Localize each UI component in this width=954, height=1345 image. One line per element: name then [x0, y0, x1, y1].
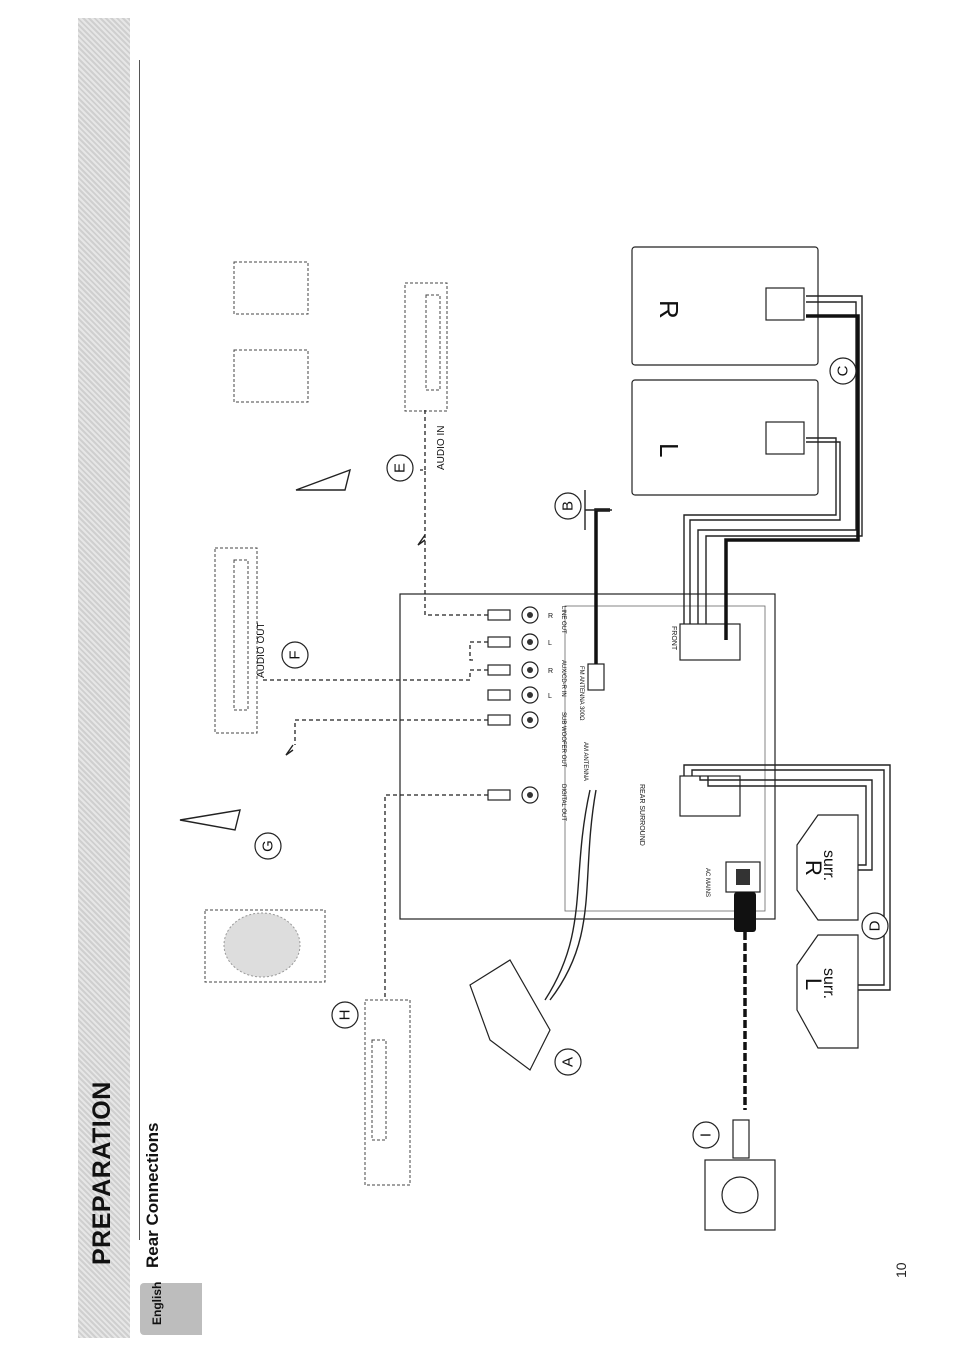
surround-speaker-right: R surr.	[796, 814, 859, 921]
side-band	[78, 18, 130, 1338]
am-antenna-label: AM ANTENNA	[582, 742, 588, 781]
jack-letter-r-2: R	[548, 668, 553, 675]
front-label: FRONT	[670, 626, 677, 651]
svg-text:I: I	[698, 1133, 715, 1137]
callout-e: E	[386, 454, 414, 482]
svg-text:F: F	[287, 650, 304, 659]
callout-c: C	[829, 357, 857, 385]
svg-text:C: C	[835, 365, 852, 376]
rca-jack-row	[521, 606, 539, 804]
audio-in-label: AUDIO IN	[436, 426, 447, 470]
callout-a: A	[554, 1048, 582, 1076]
svg-text:R: R	[654, 300, 684, 319]
line-out-label: LINE OUT	[560, 606, 566, 634]
svg-text:G: G	[260, 840, 277, 852]
fm-antenna-terminal	[587, 663, 605, 691]
svg-text:E: E	[392, 463, 409, 473]
callout-i: I	[692, 1121, 720, 1149]
active-speaker-1	[233, 261, 309, 315]
callouts: A B C D E F G H I	[254, 357, 889, 1149]
svg-text:H: H	[337, 1010, 354, 1021]
svg-text:L: L	[801, 978, 826, 990]
svg-text:surr.: surr.	[820, 850, 837, 881]
jack-letter-r-1: R	[548, 613, 553, 620]
jack-letter-l-2: L	[548, 693, 552, 700]
front-speaker-left: L	[631, 379, 819, 496]
sub-woofer-out-label: SUB WOOFER OUT	[560, 712, 566, 768]
svg-text:A: A	[560, 1057, 577, 1067]
svg-text:surr.: surr.	[820, 968, 837, 999]
fm-antenna-label: FM ANTENNA 300Ω	[578, 666, 584, 721]
divider-rule	[139, 60, 140, 1240]
svg-text:L: L	[654, 443, 684, 457]
audio-out-label: AUDIO OUT	[256, 622, 267, 678]
rca-plugs	[487, 609, 511, 801]
active-speaker-2	[233, 349, 309, 403]
rear-surround-label: REAR SURROUND	[638, 784, 645, 846]
rear-surround-terminal-block	[679, 775, 741, 817]
front-speaker-right: R	[631, 246, 819, 366]
svg-text:B: B	[560, 501, 577, 511]
ac-mains-label: AC MAINS	[704, 868, 710, 897]
jack-letter-l-1: L	[548, 640, 552, 647]
front-terminal-block	[679, 623, 741, 661]
aux-cdr-in-label: AUX/CD-R IN	[560, 660, 566, 697]
callout-h: H	[331, 1001, 359, 1029]
language-tab	[140, 1283, 202, 1335]
callout-d: D	[861, 912, 889, 940]
callout-b: B	[554, 492, 582, 520]
am-loop-antenna	[469, 959, 551, 1071]
surround-speaker-left: L surr.	[796, 934, 859, 1049]
svg-text:R: R	[801, 860, 826, 876]
callout-g: G	[254, 832, 282, 860]
callout-f: F	[281, 641, 309, 669]
svg-text:D: D	[867, 920, 884, 931]
digital-out-label: DIGITAL OUT	[560, 784, 566, 821]
